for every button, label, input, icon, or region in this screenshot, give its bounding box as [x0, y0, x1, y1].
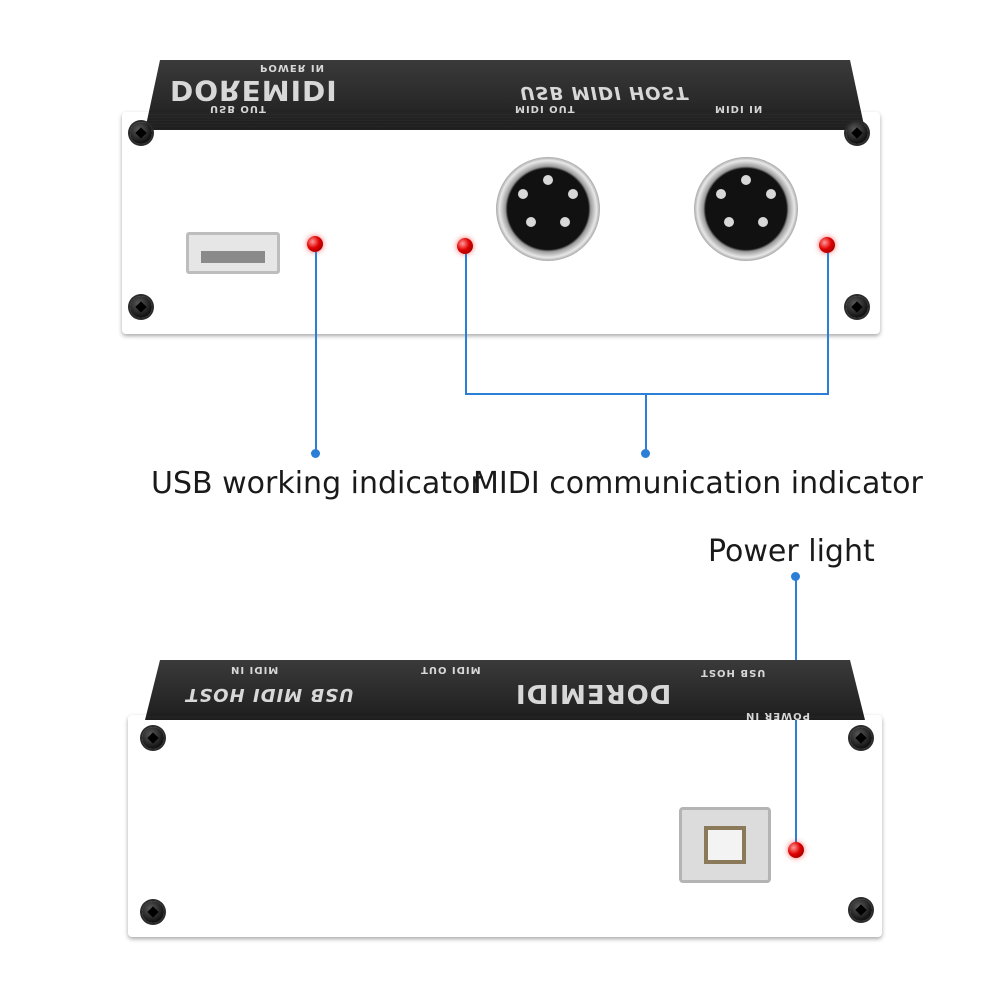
screw-icon — [850, 727, 872, 749]
port-label-print: MIDI OUT — [420, 664, 481, 675]
pin — [766, 189, 776, 199]
brand-print: DOREMIDI — [515, 678, 672, 708]
screw-icon — [846, 296, 868, 318]
pin — [724, 217, 734, 227]
port-label-print: MIDI IN — [230, 664, 279, 675]
screw-icon — [142, 727, 164, 749]
pin — [716, 189, 726, 199]
usb-indicator-label: USB working indicator — [151, 466, 483, 501]
midi-out-port — [496, 157, 600, 261]
pin — [526, 217, 536, 227]
device-top-surface — [145, 60, 865, 130]
pin — [568, 189, 578, 199]
callout-line — [827, 253, 829, 394]
pin — [741, 175, 751, 185]
callout-dot — [641, 449, 650, 458]
pin — [543, 175, 553, 185]
usb-b-port — [679, 807, 771, 883]
callout-line — [465, 393, 829, 395]
screw-icon — [850, 899, 872, 921]
pin — [560, 217, 570, 227]
pin — [758, 217, 768, 227]
power-light-label: Power light — [708, 534, 875, 569]
midi-indicator-label: MIDI communication indicator — [473, 466, 923, 501]
device-top-surface — [145, 660, 865, 720]
usb-led — [307, 236, 323, 252]
port-label-print: POWER IN — [260, 62, 325, 73]
midi-out-led — [457, 238, 473, 254]
usb-a-port — [186, 232, 280, 274]
port-label-print: USB HOST — [700, 667, 766, 678]
midi-in-led — [819, 237, 835, 253]
power-led — [788, 842, 804, 858]
callout-dot — [311, 449, 320, 458]
midi-in-port — [694, 157, 798, 261]
screw-icon — [142, 901, 164, 923]
callout-line — [315, 252, 317, 452]
model-print: USB MIDI HOST — [185, 684, 354, 705]
screw-icon — [130, 296, 152, 318]
pin — [518, 189, 528, 199]
callout-line — [465, 254, 467, 394]
screw-icon — [130, 122, 152, 144]
callout-line — [645, 393, 647, 453]
screw-icon — [846, 122, 868, 144]
model-print: USB MIDI HOST — [520, 82, 689, 103]
